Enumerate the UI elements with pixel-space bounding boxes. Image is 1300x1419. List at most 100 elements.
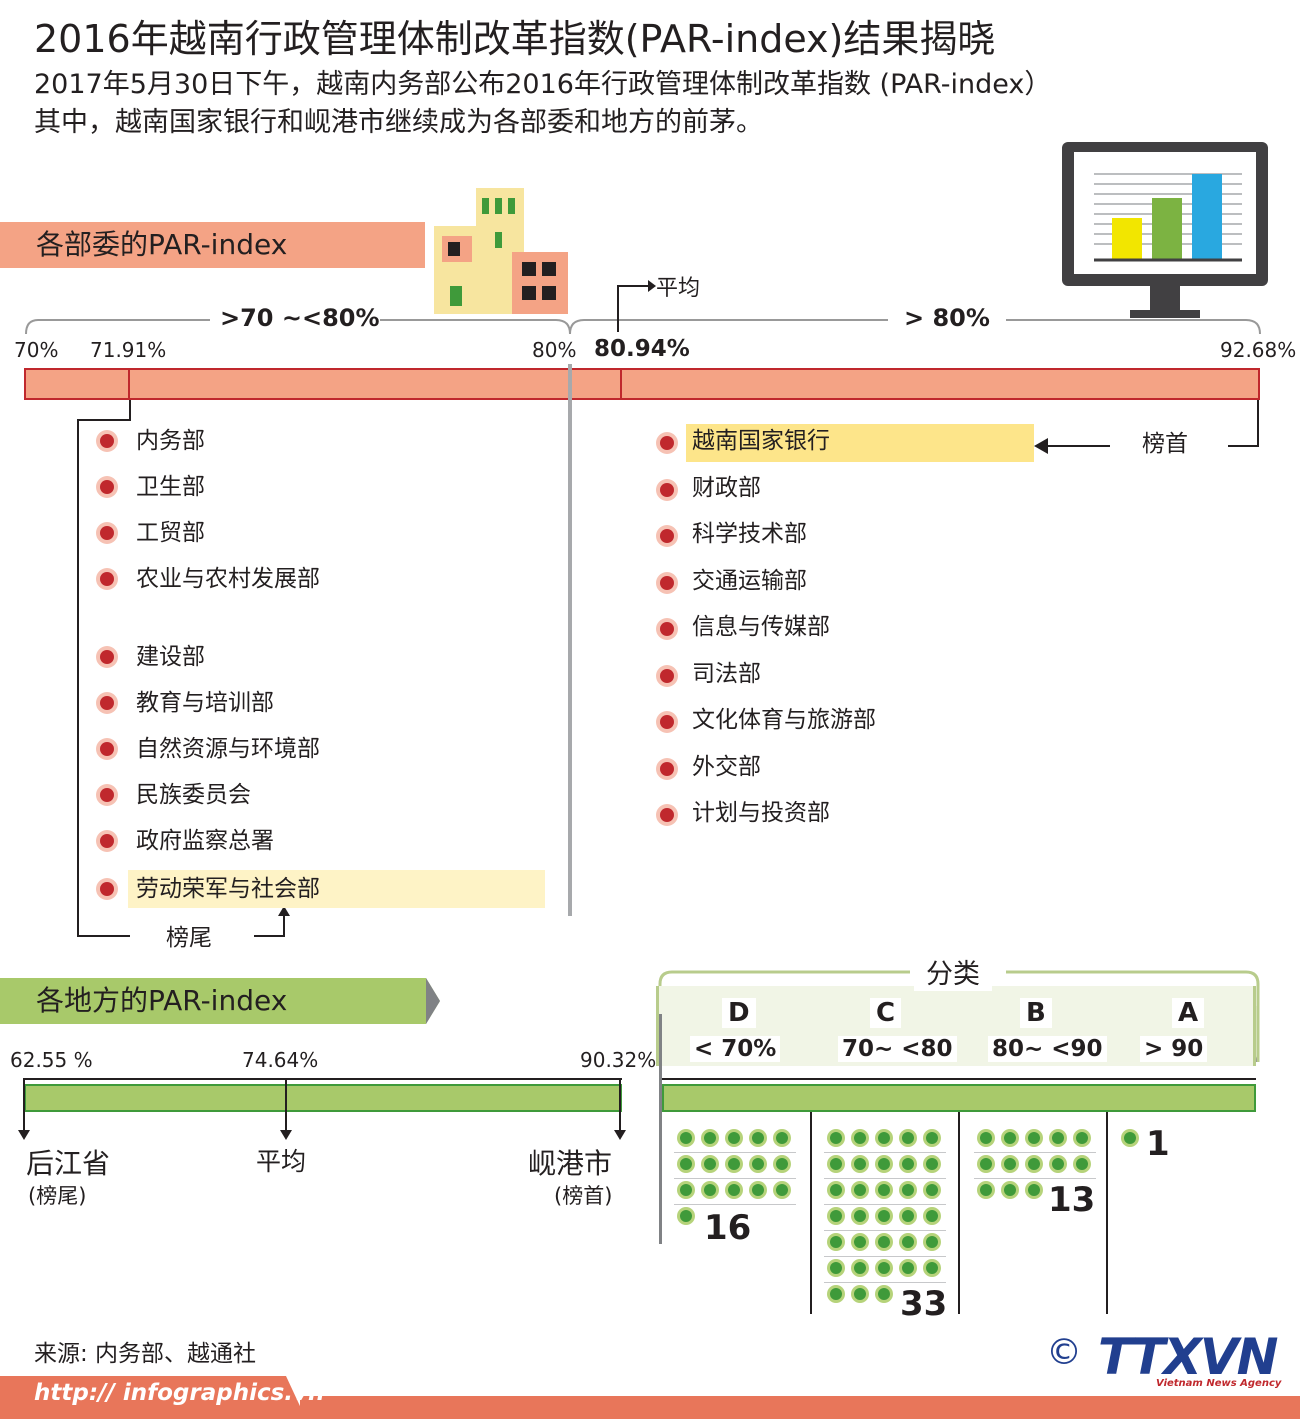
province-dot — [776, 1184, 788, 1196]
ministry-item: 自然资源与环境部 — [136, 736, 320, 762]
divider-80 — [568, 364, 572, 916]
url-link[interactable]: http:// infographics.vn — [34, 1380, 325, 1406]
url-banner-shape — [0, 1376, 306, 1419]
province-dot — [854, 1262, 866, 1274]
ministry-item: 政府监察总署 — [136, 828, 274, 854]
ttxvn-logo: TTXVN — [1098, 1328, 1278, 1386]
ministry-item: 外交部 — [692, 753, 761, 780]
bullet-icon — [660, 436, 674, 450]
province-dot — [1004, 1184, 1016, 1196]
average-label: 平均 — [656, 276, 701, 301]
bullet-icon — [660, 622, 674, 636]
dot-row-divider — [974, 1178, 1096, 1179]
class-letter-c: C — [870, 998, 902, 1028]
dot-row-divider — [824, 1256, 946, 1257]
bullet-icon — [660, 808, 674, 822]
province-dot — [854, 1184, 866, 1196]
copyright-icon: © — [1046, 1332, 1082, 1373]
ministries-banner: 各部委的PAR-index — [0, 222, 425, 268]
province-dot — [878, 1236, 890, 1248]
province-dot — [926, 1158, 938, 1170]
province-dot — [1124, 1132, 1136, 1144]
province-dot — [680, 1132, 692, 1144]
class-column-divider — [958, 1084, 960, 1314]
province-dot — [776, 1158, 788, 1170]
province-dot — [902, 1158, 914, 1170]
bullet-icon — [100, 882, 114, 896]
bullet-icon — [660, 529, 674, 543]
province-dot — [1028, 1158, 1040, 1170]
province-dot — [980, 1158, 992, 1170]
source-label: 来源: 内务部、越通社 — [34, 1341, 257, 1367]
province-dot — [830, 1132, 842, 1144]
province-dot — [830, 1236, 842, 1248]
bullet-icon — [100, 650, 114, 664]
ttxvn-logo-subtitle: Vietnam News Agency — [1156, 1378, 1282, 1389]
bottom-province-name: 后江省 — [26, 1147, 111, 1180]
monitor-chart-icon — [1062, 142, 1268, 318]
range-above-80-label: > 80% — [904, 304, 990, 332]
range-brackets — [25, 319, 1261, 335]
province-dot — [854, 1132, 866, 1144]
class-bar-topline — [662, 1078, 1256, 1080]
scale-71-91: 71.91% — [90, 338, 167, 362]
scale-80: 80% — [532, 338, 577, 362]
bullet-icon — [100, 742, 114, 756]
province-scale-min: 62.55 % — [10, 1048, 93, 1072]
class-range-b: 80~ <90 — [988, 1036, 1107, 1062]
dot-row-divider — [824, 1152, 946, 1153]
province-dot — [878, 1184, 890, 1196]
province-dot — [926, 1262, 938, 1274]
ministry-item: 财政部 — [692, 474, 761, 501]
class-range-c: 70~ <80 — [838, 1036, 957, 1062]
class-left-edge — [659, 1014, 662, 1244]
ministry-item: 建设部 — [136, 644, 205, 670]
province-dot — [752, 1158, 764, 1170]
province-dot — [680, 1210, 692, 1222]
class-count-c: 33 — [900, 1284, 948, 1324]
scale-average-80-94: 80.94% — [594, 336, 690, 362]
average-arrow-icon — [617, 280, 656, 332]
ministry-item: 教育与培训部 — [136, 690, 274, 716]
subtitle-line-1: 2017年5月30日下午，越南内务部公布2016年行政管理体制改革指数 (PAR… — [34, 69, 1052, 100]
bottom-rank-label: 榜尾 — [166, 925, 212, 951]
province-dot — [1004, 1158, 1016, 1170]
province-dot — [902, 1262, 914, 1274]
subtitle-line-2: 其中，越南国家银行和岘港市继续成为各部委和地方的前茅。 — [34, 107, 763, 138]
ministries-index-bar — [24, 368, 1260, 400]
province-dot — [926, 1236, 938, 1248]
ministry-item: 科学技术部 — [692, 521, 807, 547]
province-dot — [926, 1210, 938, 1222]
province-dot — [680, 1158, 692, 1170]
province-dot — [902, 1210, 914, 1222]
bottom-rank-bracket — [77, 400, 290, 937]
top-rank-bracket — [1034, 400, 1259, 454]
province-dot — [854, 1236, 866, 1248]
province-dot — [878, 1158, 890, 1170]
footer-bar — [0, 1376, 1300, 1419]
buildings-icon — [434, 188, 568, 314]
province-dot — [980, 1184, 992, 1196]
province-dot — [830, 1262, 842, 1274]
province-dot — [926, 1132, 938, 1144]
ministry-item: 劳动荣军与社会部 — [136, 876, 320, 902]
ministry-item: 文化体育与旅游部 — [692, 707, 876, 733]
ministry-item: 民族委员会 — [136, 782, 251, 808]
province-dot — [854, 1158, 866, 1170]
range-70-80-label: >70 ~<80% — [220, 304, 380, 332]
province-dot — [752, 1132, 764, 1144]
ministry-item: 信息与传媒部 — [692, 614, 830, 640]
bullet-icon — [660, 575, 674, 590]
province-dot — [926, 1184, 938, 1196]
class-column-divider — [810, 1084, 812, 1314]
class-range-a: > 90 — [1140, 1036, 1208, 1062]
dot-row-divider — [824, 1282, 946, 1283]
class-letter-b: B — [1020, 998, 1052, 1028]
dot-row-divider — [674, 1152, 796, 1153]
class-letter-a: A — [1172, 998, 1205, 1028]
province-bar-topline — [24, 1078, 622, 1080]
bullet-icon — [100, 434, 114, 448]
ministry-item: 计划与投资部 — [692, 800, 830, 826]
ministry-item: 卫生部 — [136, 474, 205, 500]
province-pointer-arrows — [18, 1078, 626, 1140]
